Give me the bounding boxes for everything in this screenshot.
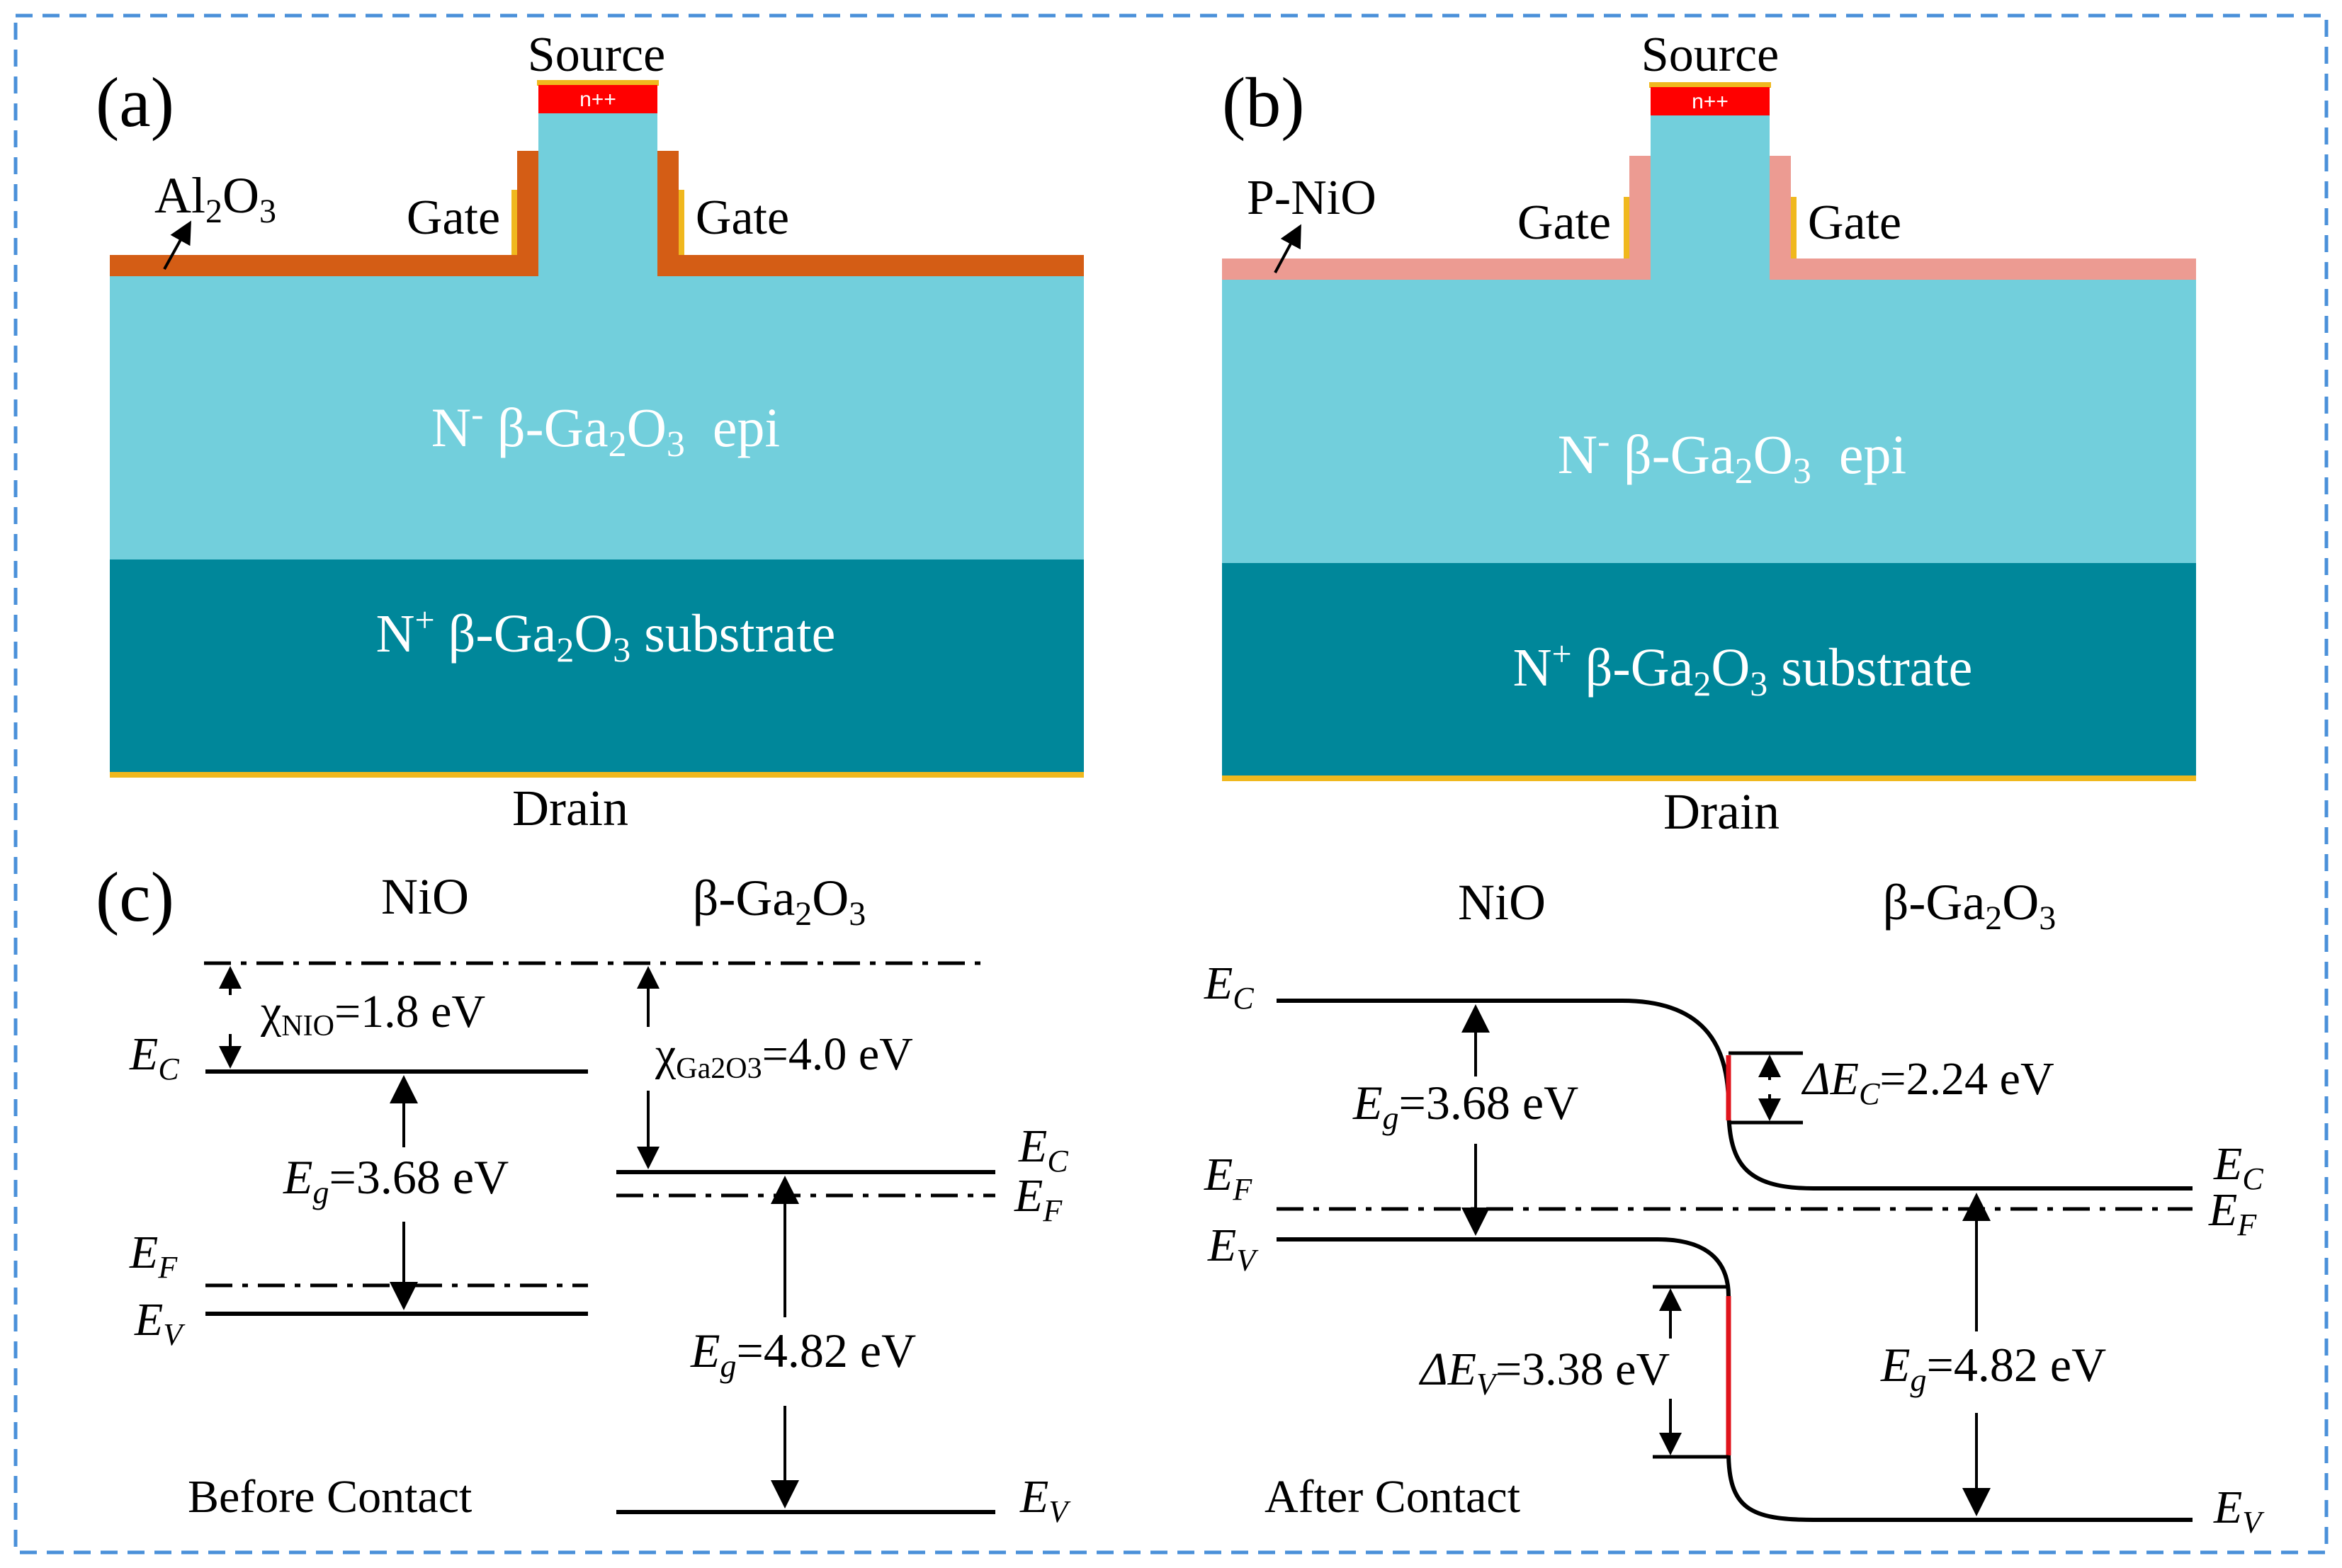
panel-b-substrate-label: N+ β-Ga2O3 substrate [1513,634,1973,703]
panel-b-source-label: Source [1641,28,1779,82]
after-ga-ef-label: EF [2208,1184,2257,1242]
panel-b-source-metal [1649,82,1771,88]
panel-a-epi-label: N- β-Ga2O3 epi [431,394,780,465]
after-contact-caption: After Contact [1265,1471,1520,1523]
panel-a-oxide-pointer [163,220,191,270]
before-chi-nio-label: χNIO=1.8 eV [260,986,485,1043]
after-ga-ec-label: EC [2213,1138,2263,1196]
panel-b: (b) n++ Source Gate Gate P-NiO N- β-Ga2O… [1222,28,2196,840]
panel-a-n-plus-contact [538,85,657,113]
after-dev-label: ΔEV=3.38 eV [1418,1343,1670,1402]
panel-b-nio-right [1770,259,2196,280]
panel-b-substrate-layer [1222,563,2196,776]
panel-a-gate-metal-right [679,190,684,255]
panel-b-epi-layer [1222,280,2196,563]
panel-b-gate-left-label: Gate [1517,195,1611,250]
after-eg-ga-label: Eg=4.82 eV [1880,1338,2106,1398]
after-ga2o3-title: β-Ga2O3 [1883,874,2057,937]
panel-a-oxide-sidewall-left [517,151,538,257]
panel-a-substrate-layer [110,559,1084,772]
panel-a-drain-metal [110,772,1084,778]
panel-a-oxide-sidewall-right [657,151,679,257]
panel-a-n-plus-label: n++ [579,88,616,111]
after-nio-title: NiO [1458,874,1546,931]
panel-b-nio-sidewall-right [1770,156,1791,261]
panel-b-nio-sidewall-left [1629,156,1651,261]
panel-a-source-label: Source [528,28,665,82]
before-chi-ga-label: χGa2O3=4.0 eV [655,1028,913,1085]
panel-b-nio-left [1222,259,1651,280]
before-nio-title: NiO [381,868,469,925]
panel-a-gate-metal-left [511,190,517,255]
panel-a-oxide-right [657,255,1084,276]
before-nio-ec-label: EC [129,1028,179,1086]
panel-b-drain-label: Drain [1663,783,1780,840]
panel-b-n-plus-label: n++ [1692,90,1729,113]
panel-c-label: (c) [96,858,174,936]
panel-a-source-metal [537,80,659,86]
panel-b-n-plus-contact [1651,87,1770,115]
before-ga-ef-label: EF [1014,1170,1063,1228]
before-nio-ef-label: EF [129,1227,178,1285]
figure-frame [13,13,2329,1555]
panel-c-before: (c) NiO β-Ga2O3 χNIO=1.8 eV χGa2O3=4.0 e… [96,858,1071,1529]
panel-a-drain-label: Drain [512,780,628,836]
panel-a-gate-left-label: Gate [407,191,500,245]
panel-a-gate-right-label: Gate [696,191,789,245]
panel-a-oxide-label: Al2O3 [154,167,276,230]
panel-b-gate-metal-right [1791,197,1797,259]
panel-b-drain-metal [1222,776,2196,781]
after-eg-nio-label: Eg=3.68 eV [1352,1076,1578,1136]
panel-b-gate-right-label: Gate [1808,195,1901,250]
before-contact-caption: Before Contact [188,1471,472,1523]
before-nio-ev-label: EV [134,1294,186,1352]
panel-b-fin [1651,115,1770,281]
panel-a-oxide-left [110,255,538,276]
panel-b-oxide-pointer [1274,224,1301,273]
after-nio-ef-label: EF [1204,1149,1252,1207]
panel-a-epi-layer [110,276,1084,559]
panel-a-substrate-label: N+ β-Ga2O3 substrate [376,600,836,669]
panel-b-epi-label: N- β-Ga2O3 epi [1558,421,1906,492]
panel-a-fin [538,113,657,278]
panel-b-gate-metal-left [1624,197,1629,259]
before-ga2o3-title: β-Ga2O3 [693,870,866,933]
panel-b-label: (b) [1222,63,1305,142]
panel-a-label: (a) [96,63,174,142]
after-nio-ec-label: EC [1204,958,1254,1016]
panel-b-oxide-label: P-NiO [1247,171,1376,225]
panel-a: (a) n++ Source Gate Gate Al2O3 N- β-Ga2O… [96,28,1084,836]
before-ga-ev-label: EV [1019,1471,1071,1529]
after-ga-ev-label: EV [2213,1482,2265,1540]
before-eg-nio-label: Eg=3.68 eV [283,1150,509,1210]
after-nio-ev-label: EV [1207,1220,1259,1278]
after-dec-label: ΔEC=2.24 eV [1801,1053,2054,1111]
before-eg-ga-label: Eg=4.82 eV [690,1324,916,1384]
before-ga-ec-label: EC [1018,1120,1068,1178]
panel-c-after: NiO β-Ga2O3 ΔEC=2.24 eV ΔEV=3.38 eV Eg=3… [1204,874,2265,1540]
